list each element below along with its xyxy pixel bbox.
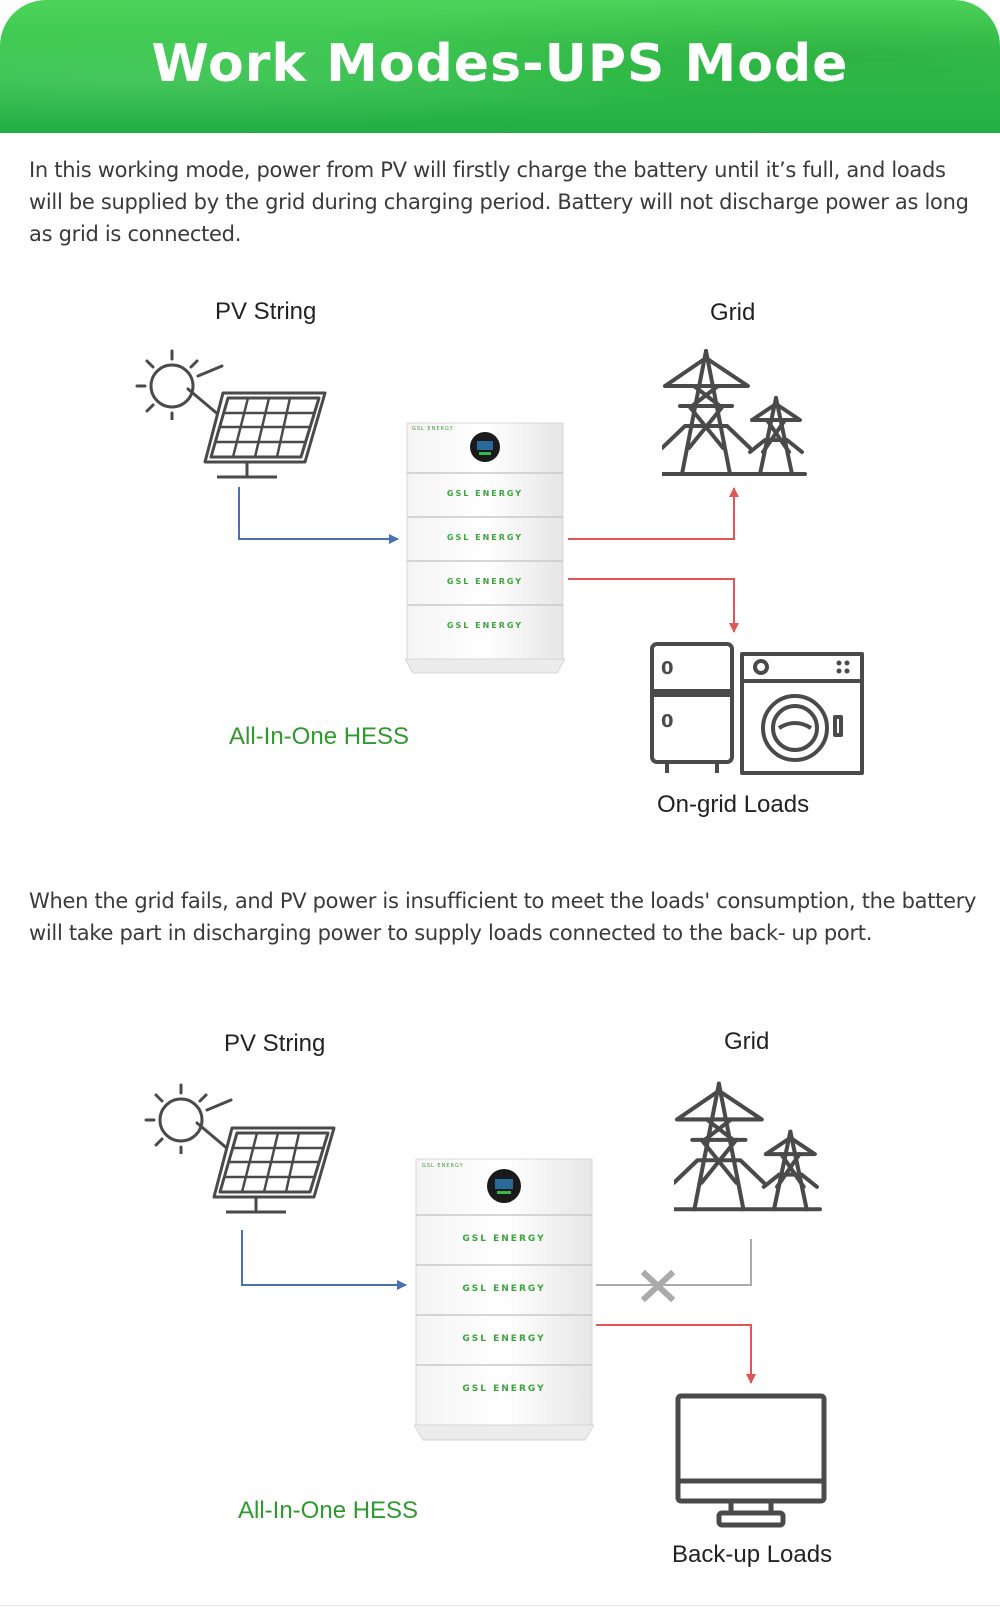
section1-loads-label: On-grid Loads <box>657 791 810 818</box>
sun-icon <box>135 349 224 420</box>
solar-panel-icon <box>212 1126 336 1214</box>
battery-header-text: GSL ENERGY <box>412 426 454 432</box>
section1-hess-label: All-In-One HESS <box>229 723 410 750</box>
pv-to-battery-arrow <box>241 1230 407 1290</box>
monitor-icon <box>675 1393 827 1528</box>
battery-to-grid-arrow <box>568 487 739 540</box>
sun-icon <box>144 1083 233 1154</box>
section1-flow-lines <box>238 487 739 633</box>
washing-machine-icon <box>740 652 864 775</box>
section1-description: In this working mode, power from PV will… <box>29 158 969 246</box>
battery-to-loads-arrow <box>568 578 739 633</box>
section2-hess-label: All-In-One HESS <box>238 1497 419 1524</box>
refrigerator-icon: 0 0 <box>650 642 734 773</box>
battery-module-label: GSL ENERGY <box>462 1234 546 1244</box>
battery-to-loads-arrow <box>596 1324 756 1384</box>
section2-grid-label: Grid <box>724 1028 770 1055</box>
section2-pv-label: PV String <box>224 1030 326 1057</box>
battery-stack-icon <box>414 1158 594 1441</box>
section1-pv-label: PV String <box>215 298 317 325</box>
section2-description: When the grid fails, and PV power is ins… <box>29 889 977 945</box>
battery-header-text: GSL ENERGY <box>422 1163 464 1169</box>
footer-divider <box>0 1605 1000 1606</box>
battery-module-label: GSL ENERGY <box>462 1334 546 1344</box>
battery-module-label: GSL ENERGY <box>462 1384 546 1394</box>
pv-to-battery-arrow <box>238 487 399 544</box>
battery-module-label: GSL ENERGY <box>446 621 524 630</box>
battery-module-label: GSL ENERGY <box>462 1284 546 1294</box>
solar-panel-icon <box>203 391 327 479</box>
svg-text:0: 0 <box>661 658 674 679</box>
header-banner: Work Modes-UPS Mode <box>0 0 1000 133</box>
disconnect-x-icon <box>641 1270 675 1302</box>
svg-text:0: 0 <box>661 711 674 732</box>
battery-module-label: GSL ENERGY <box>446 533 524 542</box>
battery-to-grid-disconnected-line <box>596 1239 752 1286</box>
battery-module-label: GSL ENERGY <box>446 577 524 586</box>
battery-stack-icon <box>405 422 565 674</box>
section2-loads-label: Back-up Loads <box>672 1541 833 1568</box>
transmission-tower-icon <box>662 349 807 476</box>
page-title: Work Modes-UPS Mode <box>151 34 849 94</box>
battery-module-label: GSL ENERGY <box>446 489 524 498</box>
transmission-tower-icon <box>674 1081 822 1212</box>
section1-grid-label: Grid <box>710 299 756 326</box>
